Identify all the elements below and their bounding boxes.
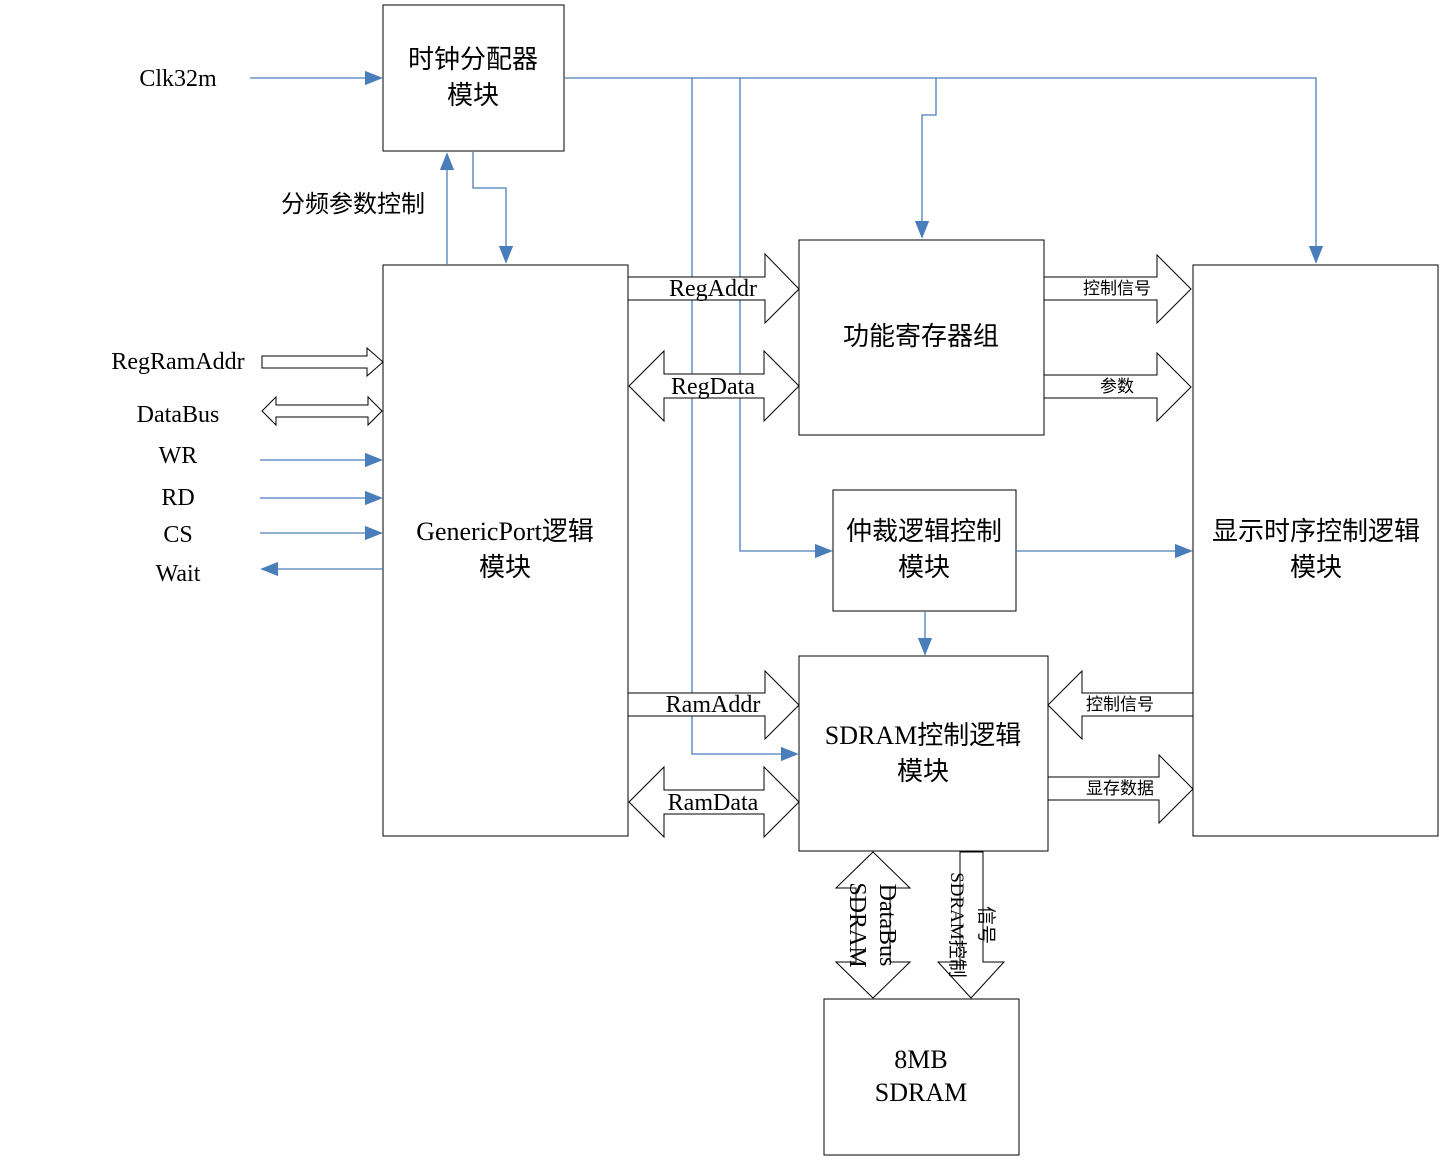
host-interface: Clk32m 分频参数控制 RegRamAddr DataBus WR RD C… [111, 66, 425, 587]
function-registers-label: 功能寄存器组 [843, 322, 999, 351]
sdram-ctrl-arrow [936, 851, 1006, 999]
arbitration-label-1: 仲裁逻辑控制 [846, 517, 1002, 546]
display-timing-block: 显示时序控制逻辑 模块 [1192, 264, 1439, 837]
sdram-chip-label-1: 8MB [894, 1045, 947, 1074]
internal-buses: RegAddr RegData RamAddr RamData 控制信号 参数 … [627, 252, 1194, 839]
ram-data-label: RamData [668, 790, 759, 816]
sdram-control-label-1: SDRAM控制逻辑 [825, 721, 1021, 750]
clk32m-label: Clk32m [139, 66, 217, 92]
ctrl-signal-top-label: 控制信号 [1083, 279, 1151, 298]
params-arrow [1043, 351, 1192, 423]
clock-wires [250, 70, 1324, 762]
data-bus-arrow [261, 395, 383, 427]
sdram-buses: SDRAM DataBus SDRAM控制 信号 [834, 851, 1006, 999]
wait-label: Wait [156, 561, 201, 587]
display-timing-label-2: 模块 [1290, 553, 1342, 582]
clock-to-genericport-wire [472, 151, 514, 264]
sdram-control-block: SDRAM控制逻辑 模块 [798, 655, 1049, 852]
clock-divider-label-1: 时钟分配器 [408, 45, 538, 74]
reg-data-label: RegData [671, 374, 755, 400]
reg-addr-arrow [627, 252, 800, 325]
div-param-label: 分频参数控制 [281, 191, 425, 218]
sdram-databus-label-2: DataBus [874, 884, 900, 967]
generic-port-label-2: 模块 [479, 553, 531, 582]
clock-to-registers-wire [914, 78, 937, 239]
params-label: 参数 [1100, 377, 1134, 396]
reg-ram-addr-label: RegRamAddr [111, 349, 244, 375]
ram-addr-arrow [627, 669, 800, 741]
arbitration-label-2: 模块 [898, 553, 950, 582]
clock-bus-wire [565, 77, 1324, 264]
reg-ram-addr-arrow [261, 346, 384, 378]
sdram-databus-label-1: SDRAM [844, 882, 870, 967]
sdram-control-label-2: 模块 [897, 757, 949, 786]
rd-label: RD [161, 485, 194, 511]
wr-label: WR [159, 443, 198, 469]
sdram-ctrl-label-2: 信号 [975, 906, 997, 944]
display-data-label: 显存数据 [1086, 779, 1154, 798]
clock-to-sdram-wire [691, 78, 799, 762]
sdram-chip-label-2: SDRAM [875, 1078, 967, 1107]
display-data-arrow [1047, 753, 1194, 825]
cs-label: CS [163, 522, 192, 548]
generic-port-block: GenericPort逻辑 模块 [382, 264, 629, 837]
arbitration-block: 仲裁逻辑控制 模块 [832, 489, 1017, 612]
reg-addr-label: RegAddr [669, 276, 757, 302]
ram-data-arrow [628, 765, 800, 839]
ctrl-signal-top-arrow [1043, 253, 1192, 325]
reg-data-arrow [628, 349, 800, 423]
display-timing-label-1: 显示时序控制逻辑 [1212, 517, 1420, 546]
clock-to-arbitration-wire [739, 78, 833, 559]
generic-port-label-1: GenericPort逻辑 [416, 517, 594, 546]
clock-divider-label-2: 模块 [447, 81, 499, 110]
sdram-databus-arrow [834, 851, 912, 999]
sdram-chip-block: 8MB SDRAM [823, 998, 1020, 1156]
data-bus-label: DataBus [137, 402, 220, 428]
ctrl-signal-bottom-arrow [1047, 669, 1194, 741]
ram-addr-label: RamAddr [666, 692, 761, 718]
function-registers-block: 功能寄存器组 [798, 239, 1045, 436]
clock-divider-block: 时钟分配器 模块 [382, 4, 565, 152]
ctrl-signal-bottom-label: 控制信号 [1086, 695, 1154, 714]
sdram-ctrl-label-1: SDRAM控制 [946, 872, 968, 978]
